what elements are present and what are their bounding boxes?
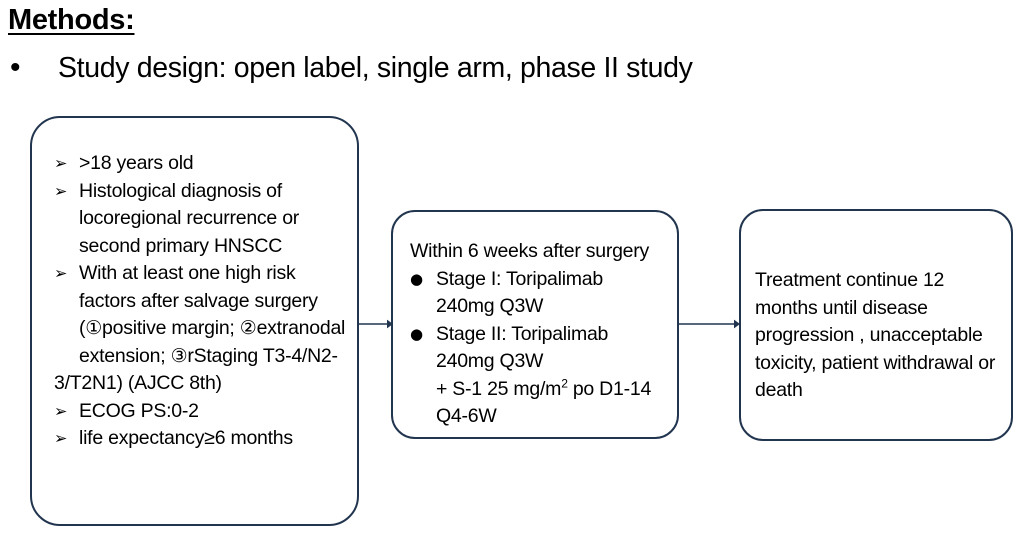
risk-factor-2-text: extranodal extension; (79, 317, 346, 367)
risk-factors-intro-text: With at least one high risk factors afte… (79, 262, 318, 339)
treatment-content: Within 6 weeks after surgery ● Stage I: … (410, 238, 669, 431)
risk-factor-3-text: rStaging T3-4/N2- (187, 344, 338, 367)
arrow-bullet-icon: ➢ (54, 428, 68, 448)
eligibility-list: ➢ >18 years old ➢ Histological diagnosis… (54, 150, 349, 453)
arrow-bullet-icon: ➢ (54, 263, 68, 283)
treatment-timing-heading: Within 6 weeks after surgery (410, 240, 650, 262)
eligibility-item-ecog: ECOG PS:0-2 (79, 399, 199, 422)
study-design-bullet-row: • Study design: open label, single arm, … (10, 52, 693, 85)
arrow-bullet-icon: ➢ (54, 181, 68, 200)
circled-number-2-icon: ② (239, 317, 257, 339)
treatment-regimen-box: Within 6 weeks after surgery ● Stage I: … (391, 210, 679, 439)
study-design-text: Study design: open label, single arm, ph… (58, 52, 693, 84)
bullet-glyph-icon: • (10, 51, 21, 84)
round-bullet-icon: ● (410, 269, 423, 288)
arrow-bullet-icon: ➢ (54, 401, 68, 420)
round-bullet-icon: ● (410, 324, 423, 343)
s1-dose-prefix-text: + S-1 25 mg/m (436, 377, 562, 400)
risk-factor-1-text: positive margin; (102, 317, 235, 339)
s1-regimen-line: + S-1 25 mg/m2 po D1-14 (410, 376, 669, 404)
list-item: ➢ With at least one high risk factors af… (54, 260, 349, 398)
treatment-continuation-box: Treatment continue 12 months until disea… (739, 209, 1013, 441)
list-item: ➢ life expectancy≥6 months (54, 425, 349, 453)
arrow-eligibility-to-treatment-icon (358, 319, 393, 329)
eligibility-item-risk-factors: With at least one high risk factors afte… (54, 260, 349, 398)
eligibility-item-histology: Histological diagnosis of locoregional r… (79, 179, 300, 257)
s1-dose-superscript: 2 (561, 376, 568, 390)
list-item: ➢ Histological diagnosis of locoregional… (54, 178, 349, 261)
list-item: ➢ >18 years old (54, 150, 349, 178)
eligibility-criteria-box: ➢ >18 years old ➢ Histological diagnosis… (30, 116, 359, 526)
circled-number-3-icon: ③ (170, 344, 188, 367)
stage-1-regimen-line1: Stage I: Toripalimab (436, 267, 603, 290)
eligibility-item-age: >18 years old (79, 152, 194, 174)
s1-cycle-text: Q4-6W (436, 405, 497, 427)
page-title: Methods: (8, 4, 135, 36)
list-item: ● Stage I: Toripalimab (410, 266, 669, 294)
continuation-text: Treatment continue 12 months until disea… (755, 269, 996, 401)
risk-factor-3-continuation-text: 3/T2N1) (AJCC 8th) (54, 372, 222, 394)
arrow-treatment-to-continuation-icon (678, 319, 740, 329)
stage-1-regimen-line2: 240mg Q3W (436, 295, 544, 317)
list-item: ● Stage II: Toripalimab (410, 321, 669, 349)
circled-number-1-icon: ① (85, 317, 103, 339)
s1-dose-suffix-text: po D1-14 (567, 377, 652, 400)
eligibility-item-life-expectancy: life expectancy≥6 months (79, 427, 293, 449)
arrow-bullet-icon: ➢ (54, 153, 68, 173)
stage-2-regimen-line2: 240mg Q3W (436, 350, 544, 372)
stage-2-regimen-line1: Stage II: Toripalimab (436, 322, 609, 345)
list-item: ➢ ECOG PS:0-2 (54, 398, 349, 426)
